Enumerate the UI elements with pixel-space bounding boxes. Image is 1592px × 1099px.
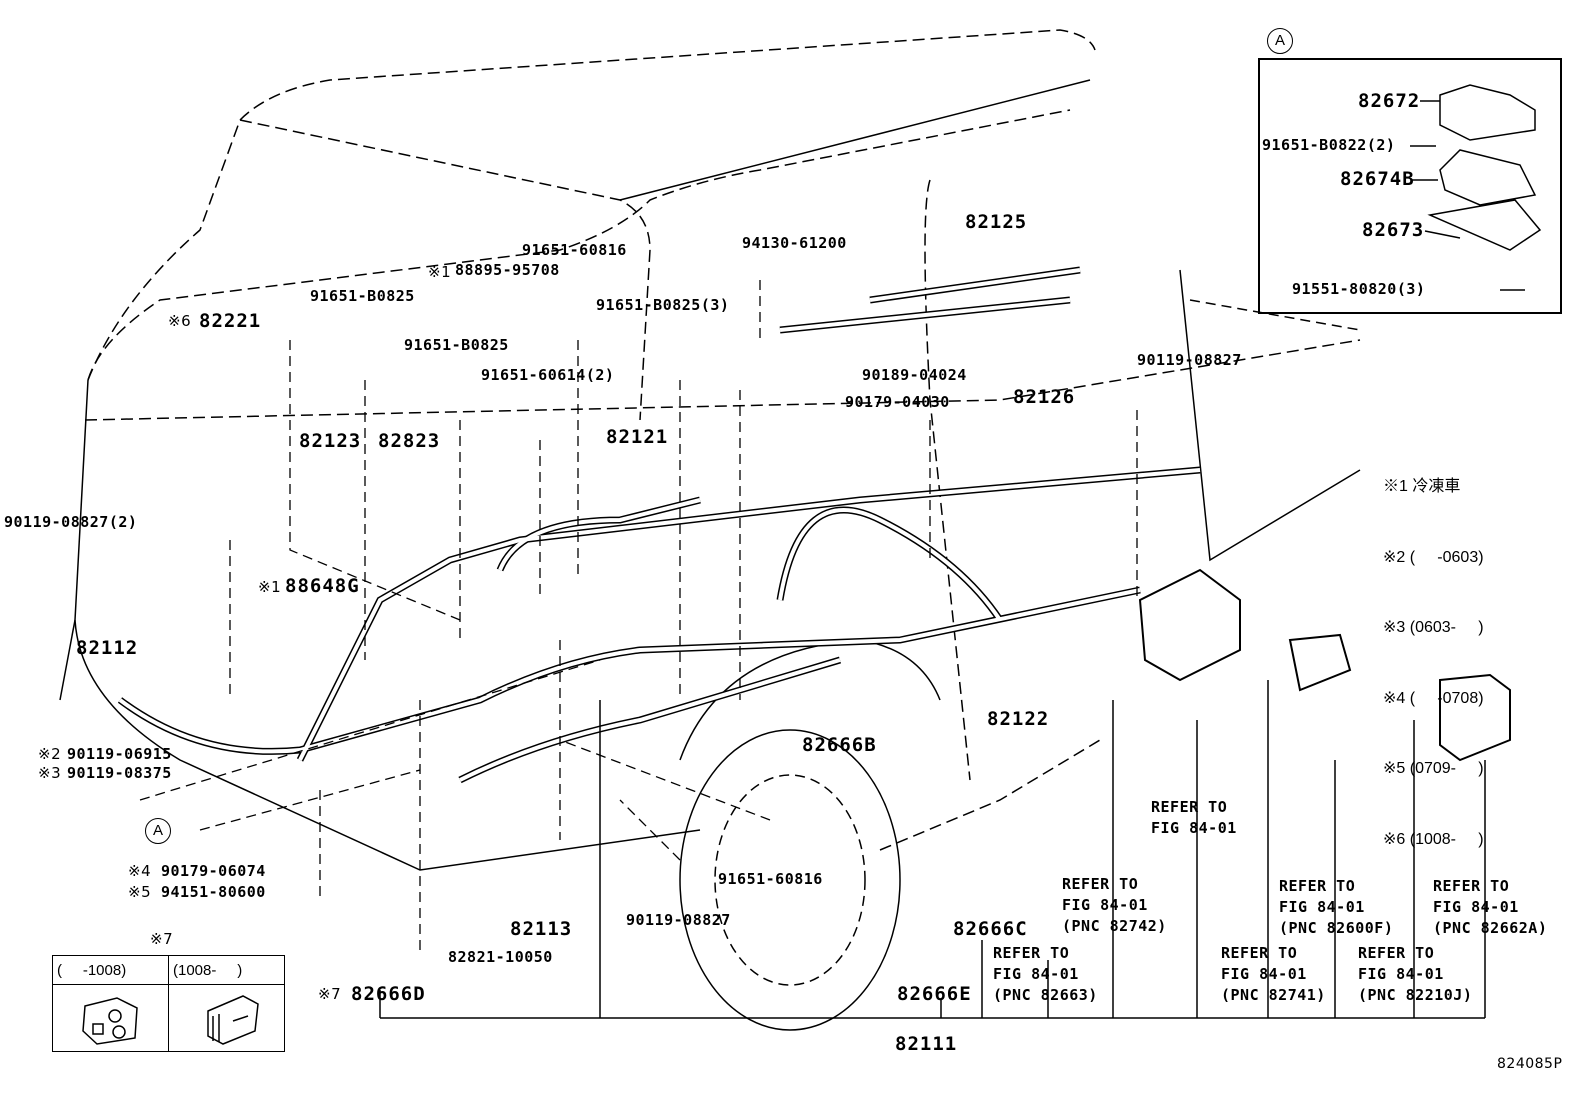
connector-icon xyxy=(82,997,138,1045)
part-label: 91651-60816 xyxy=(522,241,627,259)
connector-early-image xyxy=(52,984,169,1052)
part-label: 91651-B0825(3) xyxy=(596,296,730,314)
inset-part-label: 91651-B0822(2) xyxy=(1262,136,1396,154)
refer-note: REFER TO FIG 84-01 (PNC 82600F) xyxy=(1279,877,1394,937)
connector-icon xyxy=(207,995,259,1045)
refer-note: REFER TO FIG 84-01 (PNC 82210J) xyxy=(1358,944,1473,1004)
part-label: 90119-08827 xyxy=(626,911,731,929)
part-label: 82122 xyxy=(987,708,1050,730)
part-label: 88895-95708 xyxy=(455,261,560,279)
inset-part-label: 82673 xyxy=(1362,219,1425,241)
part-label: 82126 xyxy=(1013,386,1076,408)
part-label: 90179-04030 xyxy=(845,393,950,411)
part-label: 82111 xyxy=(895,1033,958,1055)
connector-late-image xyxy=(168,984,285,1052)
variant-col-early: ( -1008) xyxy=(52,955,169,985)
part-label: 88648G xyxy=(285,575,360,597)
note-marker: ※4 xyxy=(128,862,152,880)
refer-note: REFER TO FIG 84-01 (PNC 82741) xyxy=(1221,944,1326,1004)
part-label: 90119-08827(2) xyxy=(4,513,138,531)
part-label: 82821-10050 xyxy=(448,948,553,966)
part-label: 82221 xyxy=(199,310,262,332)
note-marker: ※1 xyxy=(258,578,282,596)
inset-part-label: 82674B xyxy=(1340,168,1415,190)
refer-note: REFER TO FIG 84-01 xyxy=(1151,798,1237,837)
note-line: ※1 冷凍車 xyxy=(1383,478,1461,495)
refer-note: REFER TO FIG 84-01 (PNC 82662A) xyxy=(1433,877,1548,937)
part-label: 90119-08375 xyxy=(67,764,172,782)
part-label: 90179-06074 xyxy=(161,862,266,880)
part-label: 82666E xyxy=(897,983,972,1005)
note-marker: ※2 xyxy=(38,745,62,763)
inset-part-label: 91551-80820(3) xyxy=(1292,280,1426,298)
figure-code: 824085P xyxy=(1497,1056,1563,1072)
part-label: 82666C xyxy=(953,918,1028,940)
notes-legend: ※1 冷凍車 ※2 ( -0603) ※3 (0603- ) ※4 ( -070… xyxy=(1383,428,1484,875)
part-label: 82125 xyxy=(965,211,1028,233)
refer-note: REFER TO FIG 84-01 (PNC 82742) xyxy=(1062,875,1167,935)
part-label: 82823 xyxy=(378,430,441,452)
note-line: ※5 (0709- ) xyxy=(1383,760,1484,777)
part-label: 82666D xyxy=(351,983,426,1005)
table7-title: ※7 xyxy=(150,930,174,948)
part-label: 90119-06915 xyxy=(67,745,172,763)
part-label: 91651-60816 xyxy=(718,870,823,888)
part-label: 82123 xyxy=(299,430,362,452)
note-marker: ※5 xyxy=(128,883,152,901)
part-label: 82112 xyxy=(76,637,139,659)
part-label: 91651-B0825 xyxy=(404,336,509,354)
note-marker: ※6 xyxy=(168,312,192,330)
part-label: 91651-B0825 xyxy=(310,287,415,305)
refer-note: REFER TO FIG 84-01 (PNC 82663) xyxy=(993,944,1098,1004)
inset-part-label: 82672 xyxy=(1358,90,1421,112)
variant-table: ( -1008) (1008- ) xyxy=(52,955,285,1052)
part-label: 82666B xyxy=(802,734,877,756)
part-label: 90189-04024 xyxy=(862,366,967,384)
note-line: ※2 ( -0603) xyxy=(1383,548,1484,566)
part-label: 94151-80600 xyxy=(161,883,266,901)
note-line: ※6 (1008- ) xyxy=(1383,830,1484,848)
inset-detail-a xyxy=(1258,58,1562,314)
part-label: 82121 xyxy=(606,426,669,448)
part-label: 94130-61200 xyxy=(742,234,847,252)
note-marker: ※3 xyxy=(38,764,62,782)
note-line: ※4 ( -0708) xyxy=(1383,689,1484,707)
note-line: ※3 (0603- ) xyxy=(1383,619,1484,636)
note-marker: ※1 xyxy=(428,263,452,281)
callout-a: A xyxy=(145,818,171,844)
variant-col-late: (1008- ) xyxy=(168,955,285,985)
inset-callout-a: A xyxy=(1267,28,1293,54)
part-label: 91651-60614(2) xyxy=(481,366,615,384)
part-label: 82113 xyxy=(510,918,573,940)
note-marker: ※7 xyxy=(318,985,342,1003)
part-label: 90119-08827 xyxy=(1137,351,1242,369)
